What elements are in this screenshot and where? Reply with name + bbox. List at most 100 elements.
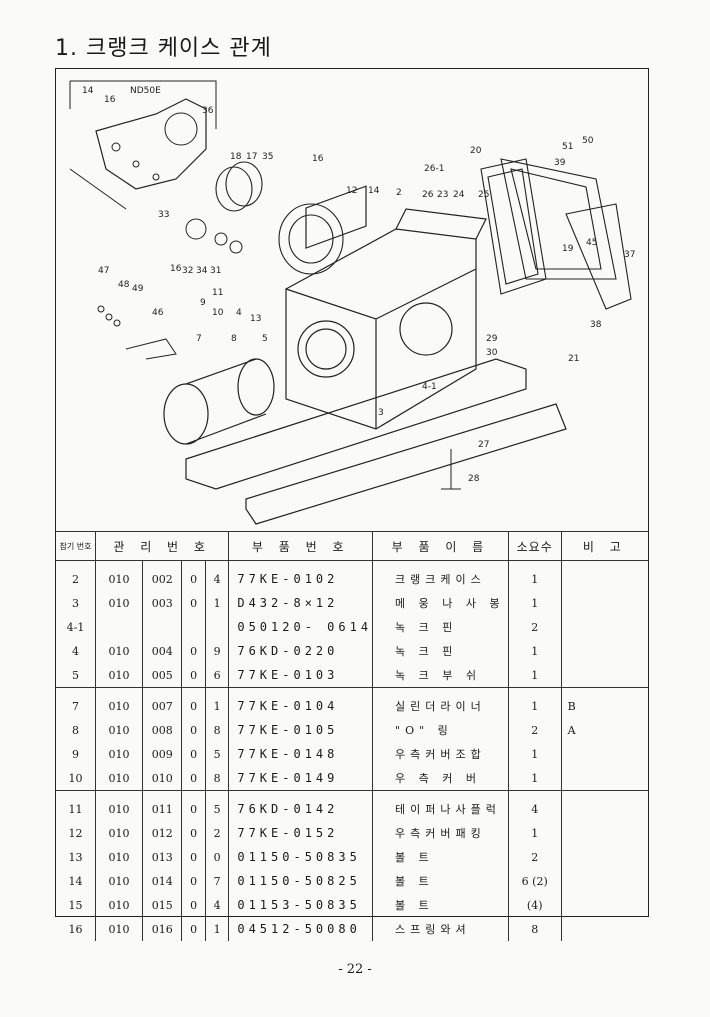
cell-m3 (181, 615, 206, 639)
callout-number: 30 (486, 348, 498, 358)
cell-m2: 011 (142, 797, 182, 821)
header-remark: 비 고 (560, 531, 648, 561)
cell-part-no: 77KE-0149 (228, 766, 373, 791)
callout-number: 16 (170, 264, 182, 274)
cell-m2: 014 (142, 869, 182, 893)
cell-no: 3 (71, 596, 79, 610)
callout-number: 7 (196, 334, 202, 344)
cell-m2: 013 (142, 845, 182, 869)
cell-m4: 8 (204, 718, 229, 742)
cell-part-no: 04512-50080 (228, 917, 373, 941)
callout-number: 19 (562, 244, 574, 254)
cell-part-no: 77KE-0152 (228, 821, 373, 845)
callout-number: 46 (152, 308, 164, 318)
bearing-housing-drawing (215, 161, 344, 275)
callout-number: 4 (236, 308, 242, 318)
cell-m4: 8 (204, 766, 229, 791)
cell-name: 녹 크 부 쉬 (372, 663, 509, 688)
cell-qty: 1 (507, 766, 562, 791)
cell-name: 우 측 커 버 (372, 766, 509, 791)
cell-m2: 005 (142, 663, 182, 688)
callout-number: 12 (346, 186, 357, 196)
callout-number: 5 (262, 334, 268, 344)
base-rails-drawing (185, 358, 567, 525)
cell-m3: 0 (181, 845, 206, 869)
cell-qty: 4 (507, 797, 562, 821)
callout-number: 20 (470, 146, 482, 156)
cell-part-no: 01153-50835 (228, 893, 373, 917)
cell-m4: 9 (204, 639, 229, 663)
cell-qty: 8 (507, 917, 562, 941)
cell-no: 16 (68, 922, 83, 936)
cell-m4: 0 (204, 845, 229, 869)
cell-m1: 010 (94, 742, 143, 766)
callout-number: 26-1 (424, 164, 444, 174)
cell-m3: 0 (181, 869, 206, 893)
cell-qty: 2 (507, 615, 562, 639)
cell-qty: 1 (507, 821, 562, 845)
small-parts-drawing (97, 218, 461, 490)
cell-no: 15 (68, 898, 83, 912)
callout-number: 45 (586, 238, 597, 248)
cell-m4: 1 (204, 694, 229, 718)
cell-m1: 010 (94, 567, 143, 591)
callout-number: 3 (378, 408, 384, 418)
cell-m2: 012 (142, 821, 182, 845)
cell-qty: 6 (2) (507, 869, 562, 893)
header-mgmt: 관 리 번 호 (94, 531, 229, 561)
cell-m3: 0 (181, 591, 206, 615)
cell-qty: 1 (507, 742, 562, 766)
cell-m1: 010 (94, 591, 143, 615)
cell-m4: 7 (204, 869, 229, 893)
cell-part-no: 050120- 0614 (228, 615, 373, 639)
inset-label: ND50E (130, 86, 161, 96)
cell-m3: 0 (181, 718, 206, 742)
callout-number: 51 (562, 142, 573, 152)
callout-number: 17 (246, 152, 257, 162)
cell-remark (560, 821, 648, 845)
cell-m4: 4 (204, 567, 229, 591)
cell-part-no: 76KD-0220 (228, 639, 373, 663)
cell-name: "O" 링 (372, 718, 509, 742)
cell-m1: 010 (94, 718, 143, 742)
cell-no: 8 (71, 723, 79, 737)
callout-number: 31 (210, 266, 221, 276)
cell-name: 우측커버패킹 (372, 821, 509, 845)
cell-m1: 010 (94, 845, 143, 869)
cell-m3: 0 (181, 694, 206, 718)
cell-m3: 0 (181, 742, 206, 766)
cell-m3: 0 (181, 797, 206, 821)
cell-qty: (4) (507, 893, 562, 917)
cell-m4: 5 (204, 797, 229, 821)
cell-m1: 010 (94, 917, 143, 941)
cell-no: 13 (68, 850, 83, 864)
cell-no: 12 (68, 826, 83, 840)
cell-m2: 009 (142, 742, 182, 766)
cell-no: 7 (71, 699, 79, 713)
callout-number: 14 (82, 86, 94, 96)
callout-number: 32 (182, 266, 193, 276)
cell-part-no: 01150-50825 (228, 869, 373, 893)
cell-m2: 002 (142, 567, 182, 591)
cell-qty: 1 (507, 591, 562, 615)
cell-remark (560, 845, 648, 869)
cylinder-liner-drawing (163, 358, 275, 445)
cell-remark (560, 663, 648, 688)
inset-nd50e (69, 80, 217, 210)
cell-no: 10 (68, 771, 83, 785)
cell-name: 볼 트 (372, 845, 509, 869)
cell-remark: A (560, 718, 648, 742)
cell-remark (560, 591, 648, 615)
header-part-name: 부 품 이 름 (372, 531, 509, 561)
cell-m4: 1 (204, 591, 229, 615)
cell-m4: 4 (204, 893, 229, 917)
cell-m4 (204, 615, 229, 639)
callout-number: 49 (132, 284, 144, 294)
cell-part-no: 77KE-0102 (228, 567, 373, 591)
